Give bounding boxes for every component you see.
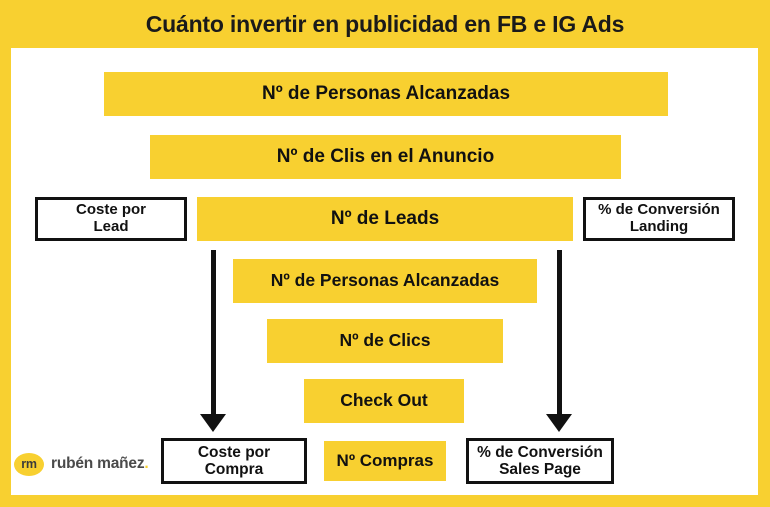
arrow-leads-to-coste-compra-shaft: [211, 250, 216, 420]
box-label: Nº de Personas Alcanzadas: [261, 83, 511, 105]
page-title: Cuánto invertir en publicidad en FB e IG…: [145, 11, 625, 37]
box-coste-por-compra: Coste por Compra: [161, 438, 307, 484]
arrow-landing-to-sales-page-head: [546, 414, 572, 432]
box-numero-de-clics: Nº de Clics: [267, 319, 503, 363]
logo-dot: .: [144, 455, 149, 472]
logo-name-text: rubén mañez: [51, 455, 145, 472]
frame-bottom-band: [0, 495, 770, 507]
box-personas-alcanzadas-mid: Nº de Personas Alcanzadas: [233, 259, 537, 303]
arrow-landing-to-sales-page-shaft: [557, 250, 562, 420]
box-label: Check Out: [340, 390, 428, 411]
box-label: Nº de Clics: [339, 330, 431, 351]
frame-top-band: [0, 0, 770, 48]
box-numero-de-leads: Nº de Leads: [197, 197, 573, 241]
logo-name: rubén mañez.: [51, 455, 149, 473]
brand-logo: rm rubén mañez.: [14, 450, 149, 478]
box-label: Nº de Personas Alcanzadas: [270, 270, 500, 291]
box-label: Nº de Clis en el Anuncio: [276, 146, 495, 168]
box-check-out: Check Out: [304, 379, 464, 423]
box-label: % de Conversión Sales Page: [477, 443, 603, 478]
box-label: % de Conversión Landing: [598, 201, 720, 235]
box-conversion-sales-page: % de Conversión Sales Page: [466, 438, 614, 484]
box-label: Nº Compras: [336, 451, 434, 471]
arrow-leads-to-coste-compra-head: [200, 414, 226, 432]
frame-right-band: [758, 48, 770, 507]
box-label: Coste por Lead: [75, 201, 146, 235]
box-numero-compras: Nº Compras: [324, 441, 446, 481]
logo-badge-icon: rm: [14, 452, 44, 476]
frame-left-band: [0, 48, 11, 507]
box-label: Nº de Leads: [330, 208, 440, 230]
box-clis-en-el-anuncio: Nº de Clis en el Anuncio: [150, 135, 621, 179]
box-conversion-landing: % de Conversión Landing: [583, 197, 735, 241]
box-label: Coste por Compra: [197, 443, 271, 478]
box-coste-por-lead: Coste por Lead: [35, 197, 187, 241]
box-personas-alcanzadas-top: Nº de Personas Alcanzadas: [104, 72, 668, 116]
